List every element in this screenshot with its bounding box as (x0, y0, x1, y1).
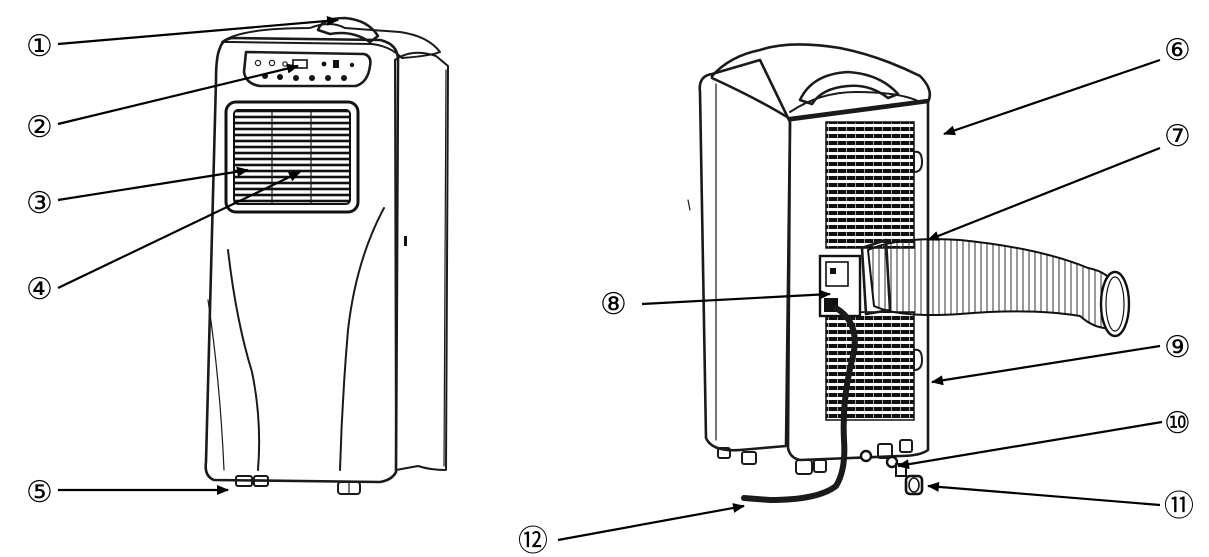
leader-lines (57, 15, 1163, 542)
lower-air-intake-grille (825, 311, 915, 421)
leader-line-6 (943, 58, 1161, 136)
leader-line-1 (57, 15, 339, 46)
front-casters (235, 475, 361, 495)
callout-11: ⑪ (1164, 489, 1194, 524)
front-unit-front-panel (204, 36, 400, 484)
rear-casters (717, 439, 913, 475)
rear-top-cap (710, 43, 932, 122)
leader-line-12 (557, 503, 745, 542)
leader-line-3 (57, 166, 249, 202)
callout-10: ⑩ (1164, 406, 1191, 441)
leader-line-9 (931, 344, 1161, 386)
top-cap (221, 23, 441, 59)
callout-9: ⑨ (1164, 330, 1191, 365)
callout-6: ⑥ (1164, 33, 1191, 68)
control-buttons (254, 59, 355, 81)
front-view-unit (204, 16, 449, 495)
callout-3: ③ (26, 186, 53, 221)
callout-1: ① (26, 29, 53, 64)
leader-line-2 (57, 63, 299, 126)
drain-cap (904, 474, 924, 496)
callout-4: ④ (26, 272, 53, 307)
front-unit-side-panel (394, 51, 449, 471)
leader-line-7 (927, 146, 1161, 242)
rear-unit-side-panel (698, 58, 792, 452)
leader-line-4 (57, 171, 301, 289)
upper-air-intake-grille (825, 121, 915, 249)
callout-8: ⑧ (600, 287, 627, 322)
callout-2: ② (26, 110, 53, 145)
leader-line-11 (927, 481, 1161, 507)
control-panel (242, 50, 372, 88)
rear-back-panel (786, 98, 930, 462)
air-outlet-louvers (233, 109, 351, 205)
callout-labels: ① ② ③ ④ ⑤ ⑥ ⑦ ⑧ ⑨ ⑩ ⑪ ⑫ (26, 29, 1194, 557)
callout-12: ⑫ (518, 524, 548, 557)
drain-outlet (859, 449, 907, 477)
exhaust-hose (860, 238, 1131, 338)
rear-carry-handle (798, 70, 900, 106)
leader-line-10 (897, 420, 1163, 470)
callout-5: ⑤ (26, 475, 53, 510)
callout-7: ⑦ (1164, 119, 1191, 154)
leader-line-8 (641, 289, 831, 306)
rear-view-unit (687, 43, 1131, 503)
